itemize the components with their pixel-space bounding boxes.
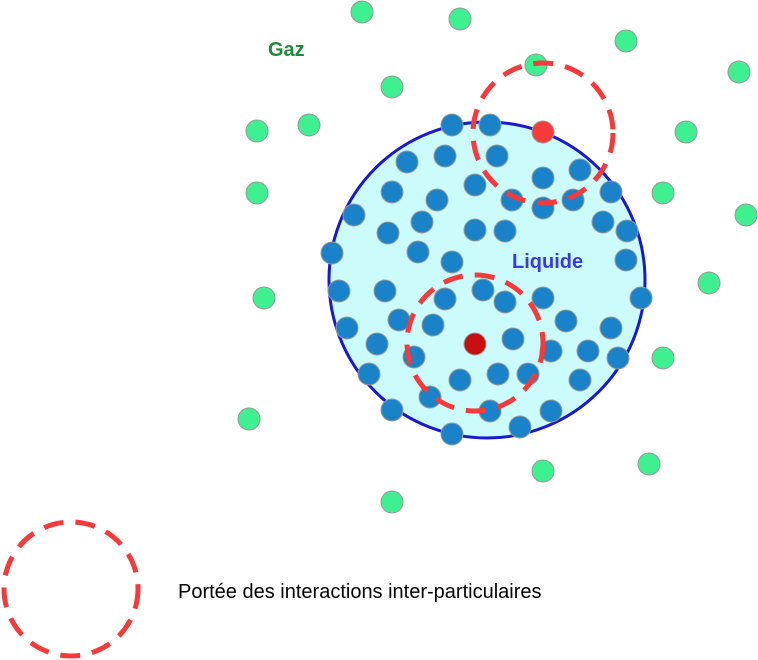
liquid-particle xyxy=(357,362,381,386)
liquid-particle xyxy=(629,286,653,310)
liquid-particle xyxy=(599,316,623,340)
liquid-particle xyxy=(471,278,495,302)
liquid-particle xyxy=(440,113,464,137)
gas-particle xyxy=(380,490,404,514)
liquid-label: Liquide xyxy=(512,251,583,273)
liquid-particle xyxy=(531,166,555,190)
gas-particle xyxy=(651,346,675,370)
liquid-particle xyxy=(493,290,517,314)
gas-particle xyxy=(734,203,758,227)
liquid-particle xyxy=(501,327,525,351)
liquid-particle xyxy=(440,250,464,274)
liquid-particle xyxy=(380,180,404,204)
liquid-particle xyxy=(365,332,389,356)
liquid-particle xyxy=(568,158,592,182)
gas-particle xyxy=(531,459,555,483)
gas-particle xyxy=(727,60,751,84)
liquid-particle xyxy=(421,313,445,337)
liquid-particle xyxy=(493,219,517,243)
liquid-particle xyxy=(433,144,457,168)
liquid-particle xyxy=(539,339,563,363)
surface-interaction-range-circle xyxy=(470,60,616,206)
bulk-particle xyxy=(463,332,487,356)
liquid-particle xyxy=(606,346,630,370)
liquid-particles xyxy=(320,113,653,446)
gas-particle xyxy=(614,29,638,53)
liquid-particle xyxy=(554,309,578,333)
liquid-particle xyxy=(463,173,487,197)
liquid-particle xyxy=(433,287,457,311)
liquid-particle xyxy=(614,248,638,272)
liquid-particle xyxy=(425,188,449,212)
gas-particle xyxy=(651,181,675,205)
liquid-particle xyxy=(410,210,434,234)
liquid-particle xyxy=(591,210,615,234)
liquid-particle xyxy=(508,415,532,439)
liquid-particle xyxy=(335,316,359,340)
liquid-particle xyxy=(599,180,623,204)
liquid-particle xyxy=(478,113,502,137)
gas-particle xyxy=(380,75,404,99)
liquid-particle xyxy=(615,219,639,243)
liquid-particle xyxy=(373,279,397,303)
gas-label: Gaz xyxy=(268,39,305,61)
gas-particles xyxy=(237,0,758,514)
liquid-particle xyxy=(320,241,344,265)
legend-label: Portée des interactions inter-particulai… xyxy=(178,581,542,603)
surface-particle xyxy=(531,120,555,144)
gas-particle xyxy=(297,113,321,137)
bulk-interaction-range-circle xyxy=(404,272,546,414)
gas-particle xyxy=(245,181,269,205)
liquid-particle xyxy=(440,422,464,446)
liquid-particle xyxy=(539,399,563,423)
gas-particle xyxy=(637,452,661,476)
liquid-particle xyxy=(531,286,555,310)
gas-particle xyxy=(245,119,269,143)
liquid-particle xyxy=(486,362,510,386)
gas-particle xyxy=(350,0,374,24)
gas-particle xyxy=(237,407,261,431)
liquid-particle xyxy=(327,279,351,303)
liquid-particle xyxy=(568,368,592,392)
liquid-particle xyxy=(376,221,400,245)
liquid-particle xyxy=(485,144,509,168)
liquid-particle xyxy=(576,339,600,363)
liquid-particle xyxy=(406,240,430,264)
gas-particle xyxy=(674,120,698,144)
gas-particle xyxy=(448,7,472,31)
liquid-particle xyxy=(463,218,487,242)
gas-particle xyxy=(697,271,721,295)
liquid-particle xyxy=(342,203,366,227)
gas-particle xyxy=(252,286,276,310)
liquid-particle xyxy=(380,398,404,422)
legend-interaction-range-icon xyxy=(1,519,141,659)
liquid-particle xyxy=(448,368,472,392)
liquid-particle xyxy=(395,150,419,174)
